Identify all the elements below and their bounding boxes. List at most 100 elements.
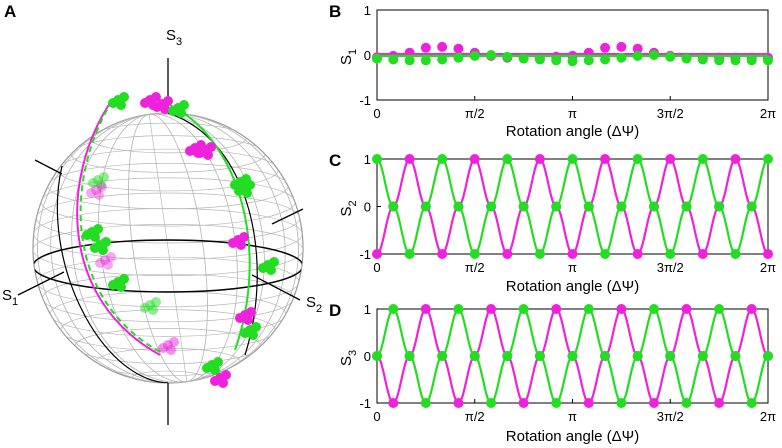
sphere-data-point	[176, 108, 186, 118]
data-point	[648, 50, 659, 60]
sphere-data-point	[108, 280, 118, 290]
data-point	[616, 304, 627, 314]
sphere-data-point	[86, 188, 96, 198]
x-tick-label: 2π	[760, 409, 776, 424]
data-point	[437, 249, 448, 259]
data-point	[469, 154, 480, 164]
data-point	[469, 50, 480, 61]
data-point	[681, 398, 692, 408]
data-point	[583, 201, 594, 212]
data-point	[762, 249, 773, 259]
data-point	[730, 249, 741, 259]
sphere-latitude-line	[70, 135, 266, 173]
y-tick-label: -1	[359, 247, 371, 262]
sphere-data-point	[218, 378, 228, 388]
sphere-data-point	[243, 315, 253, 325]
sphere-data-point	[119, 92, 129, 102]
y-tick-label: -1	[359, 93, 371, 108]
data-point	[372, 53, 382, 64]
y-tick-label: 0	[364, 349, 371, 364]
x-tick-label: 0	[373, 260, 380, 275]
data-point	[730, 154, 741, 164]
sphere-data-point	[168, 106, 178, 116]
data-point	[600, 42, 611, 53]
s1-axis-right	[271, 208, 304, 225]
data-point	[697, 249, 708, 259]
s2-axis-right	[251, 274, 301, 301]
y-tick-label: 1	[364, 152, 371, 167]
sphere-latitude-line	[89, 122, 247, 154]
y-axis-label: S3	[338, 350, 359, 366]
data-point	[632, 43, 643, 54]
data-point	[437, 41, 448, 52]
sphere-latitude-line	[33, 224, 303, 276]
data-point	[551, 201, 562, 212]
x-tick-label: 2π	[760, 260, 776, 275]
sphere-data-point	[90, 243, 100, 253]
data-point	[518, 398, 529, 408]
data-point	[714, 304, 725, 314]
data-point	[486, 398, 497, 408]
data-point	[616, 201, 627, 212]
sphere-data-point	[179, 100, 189, 110]
sphere-data-point	[228, 238, 238, 248]
x-tick-label: 3π/2	[657, 106, 684, 121]
panel-label-b: B	[329, 2, 341, 21]
data-point	[518, 304, 529, 314]
data-point	[648, 398, 659, 408]
sphere-data-point	[203, 150, 213, 160]
x-tick-label: 2π	[760, 106, 776, 121]
data-point	[469, 249, 480, 259]
data-point	[388, 304, 399, 314]
data-point	[616, 41, 627, 52]
data-point	[632, 154, 643, 164]
data-point	[681, 304, 692, 314]
data-point	[648, 304, 659, 314]
data-point	[551, 398, 562, 408]
sphere-data-point	[245, 180, 255, 190]
data-point	[534, 54, 545, 65]
data-point	[453, 201, 464, 212]
s3-axis-label: S3	[166, 27, 182, 48]
equator-circle	[33, 239, 303, 293]
data-point	[420, 304, 431, 314]
x-tick-label: 3π/2	[657, 409, 684, 424]
data-point	[453, 52, 464, 63]
sphere-data-point	[98, 245, 108, 255]
data-point	[453, 398, 464, 408]
data-point	[665, 51, 676, 62]
sphere-data-point	[239, 232, 249, 242]
x-tick-label: 0	[373, 106, 380, 121]
sphere-data-point	[258, 263, 268, 273]
x-tick-label: π/2	[465, 409, 485, 424]
sphere-data-point	[169, 337, 179, 347]
meridian-left	[56, 165, 169, 383]
sphere-data-point	[221, 370, 231, 380]
sphere-data-points	[82, 92, 279, 388]
sphere-data-point	[210, 376, 220, 386]
data-point	[551, 304, 562, 314]
data-point	[697, 54, 708, 65]
sphere-data-point	[148, 305, 158, 315]
data-point	[681, 201, 692, 212]
sphere-data-point	[206, 142, 216, 152]
sphere-data-point	[246, 307, 256, 317]
data-point	[534, 154, 545, 164]
data-point	[681, 53, 692, 64]
data-point	[502, 51, 513, 62]
x-tick-label: 3π/2	[657, 260, 684, 275]
y-axis-label: S1	[338, 49, 359, 65]
sphere-data-point	[140, 98, 150, 108]
sphere-data-point	[108, 98, 118, 108]
data-point	[600, 154, 611, 164]
poincare-sphere: S3 S1 S2	[2, 27, 322, 425]
data-point	[714, 201, 725, 212]
y-tick-label: 0	[364, 48, 371, 63]
x-tick-label: π/2	[465, 260, 485, 275]
sphere-latitude-line	[36, 192, 300, 244]
sphere-data-point	[82, 230, 92, 240]
data-point	[665, 154, 676, 164]
trajectory-green	[79, 100, 163, 354]
data-point	[388, 201, 399, 212]
